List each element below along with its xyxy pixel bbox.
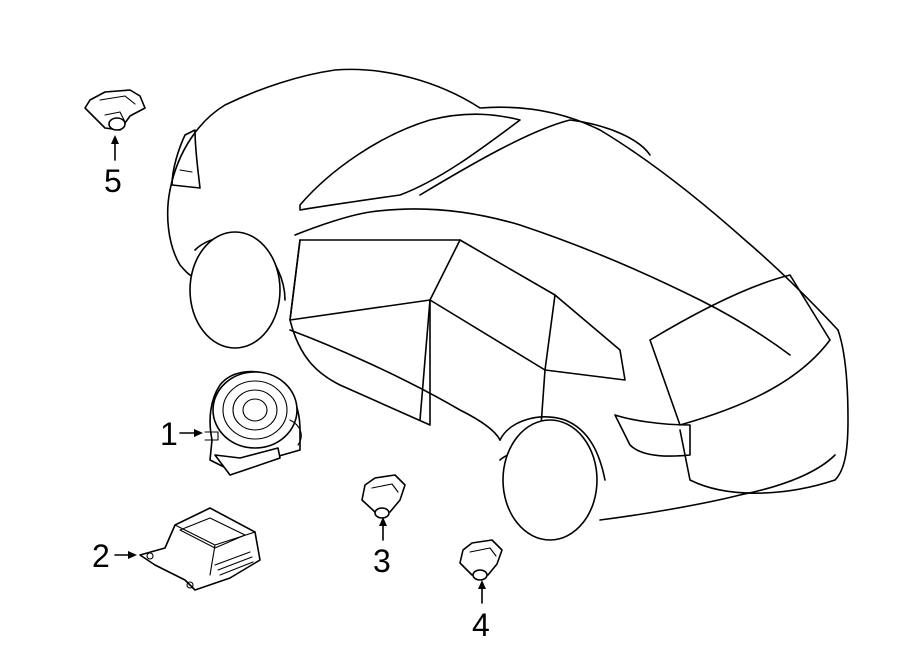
callout-label-1: 1 — [160, 416, 178, 452]
callout-label-2: 2 — [92, 538, 110, 574]
callout-arrow-4 — [478, 580, 486, 604]
part-2-control-module — [139, 507, 261, 591]
callout-label-4: 4 — [472, 607, 490, 643]
part-5-sensor — [84, 89, 146, 131]
part-3-impact-sensor — [361, 474, 406, 519]
callout-arrow-1 — [179, 429, 203, 437]
part-4-impact-sensor — [459, 539, 503, 581]
callout-arrow-5 — [111, 135, 119, 161]
callout-arrow-3 — [379, 517, 387, 541]
callout-arrow-2 — [114, 551, 137, 559]
callout-label-3: 3 — [373, 543, 391, 579]
vehicle-outline — [166, 68, 849, 541]
part-1-clock-spring — [204, 370, 302, 476]
callout-label-5: 5 — [104, 163, 122, 199]
